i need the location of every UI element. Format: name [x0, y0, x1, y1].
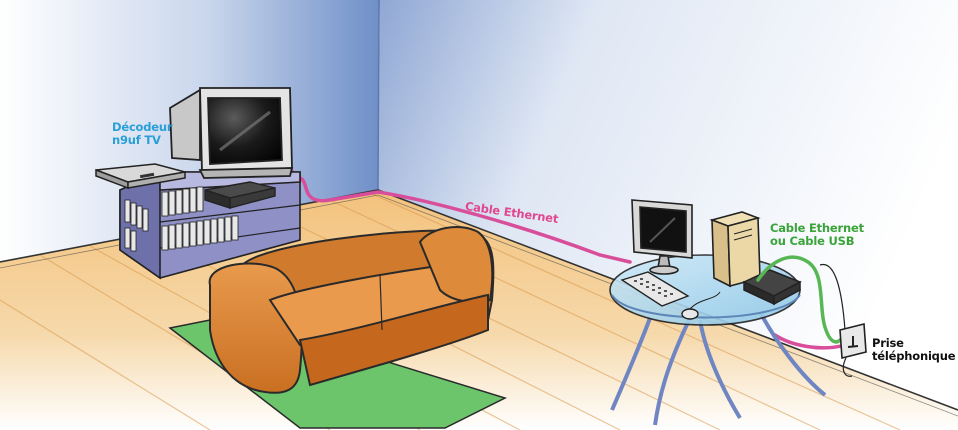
phone-socket-label: Prise téléphonique: [872, 337, 955, 363]
phone-socket-label-line-2: téléphonique: [872, 350, 955, 363]
ethernet-or-usb-cable-label: Cable Ethernet ou Cable USB: [770, 222, 864, 248]
ethernet-or-usb-label-line-2: ou Cable USB: [770, 235, 864, 248]
decoder-label: Décodeur n9uf TV: [112, 121, 172, 147]
decoder-label-line-2: n9uf TV: [112, 134, 172, 147]
computer-tower-icon: [712, 212, 760, 286]
mouse-icon: [682, 309, 698, 319]
